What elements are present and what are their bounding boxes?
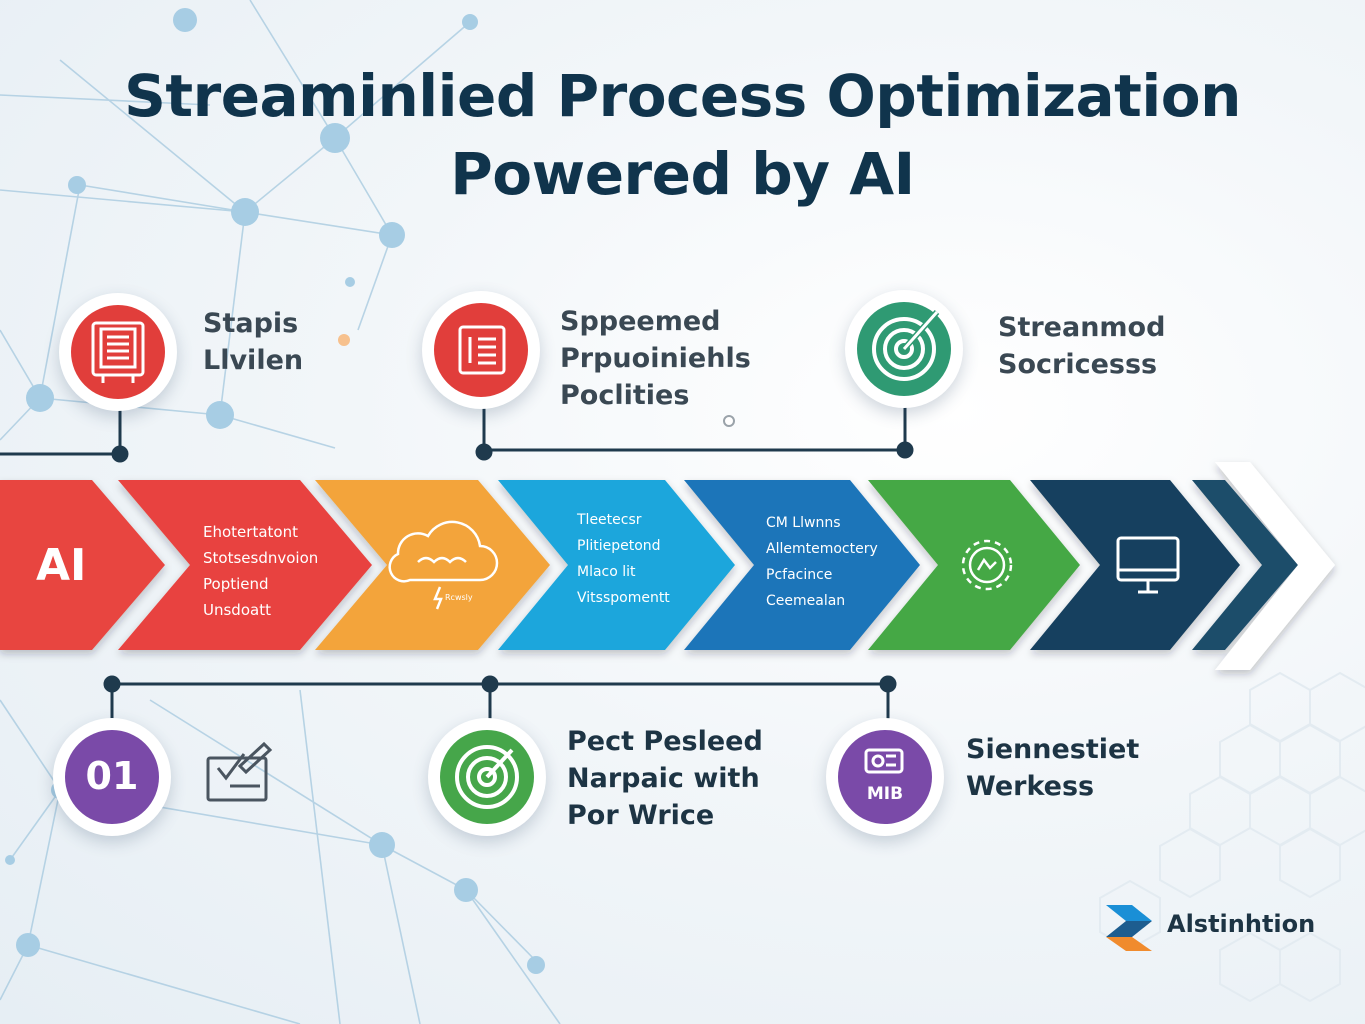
gear-icon [961,539,1013,591]
bottom-item-2-circle [428,718,546,836]
step-badge: 01 [85,754,139,798]
band-segment-2 [118,480,372,650]
top-item-2-label: Sppeemed Prpuoiniehls Poclities [560,306,751,411]
target-icon [872,310,940,381]
chevron-logo-icon [1106,905,1152,951]
bottom-item-3-circle: MIB [826,718,944,836]
top-item-2-circle [422,291,540,409]
monitor-icon [1116,536,1180,594]
page-title-line-2: Powered by AI [450,140,915,208]
band-segment-5-text: CM Llwnns Allemtemoctery Pcfacince Ceeme… [766,515,878,609]
server-icon [864,748,904,774]
brand-name: Alstinhtion [1167,910,1316,938]
top-item-1-label: Stapis Llvilen [203,308,304,376]
top-item-1-circle [59,293,177,411]
band-segment-4 [498,480,735,650]
bottom-item-3-label: Siennestiet Werkess [966,734,1140,802]
top-item-3-label: Streanmod Socricesss [998,312,1166,380]
bottom-item-1-circle: 01 [53,718,171,836]
report-icon [458,325,506,375]
band-segment-4-text: Tleetecsr Plitiepetond Mlaco lit Vitsspo… [577,512,670,606]
band-segment-7 [1030,480,1240,650]
band-segment-3-caption: Rcwsly [445,593,473,602]
target-icon [455,745,519,809]
top-item-3-circle [845,290,963,408]
bottom-item-2-label: Pect Pesleed Narpaic with Por Wrice [567,726,763,831]
page-title-line-1: Streaminlied Process Optimization [124,62,1241,130]
cloud-icon [388,520,499,610]
process-arrow-band [0,462,1335,670]
band-ai-label: AI [36,540,87,591]
band-segment-8 [1192,480,1298,650]
server-badge: MIB [866,784,904,804]
band-segment-1 [0,480,165,650]
band-segment-3 [315,480,550,650]
band-end-chevron [1215,462,1335,670]
band-segment-5 [684,480,920,650]
band-segment-6 [868,480,1080,650]
document-icon [91,321,145,383]
checklist-icon [206,741,273,802]
band-segment-2-text: Ehotertatont Stotsesdnvoion Poptiend Uns… [203,523,319,619]
